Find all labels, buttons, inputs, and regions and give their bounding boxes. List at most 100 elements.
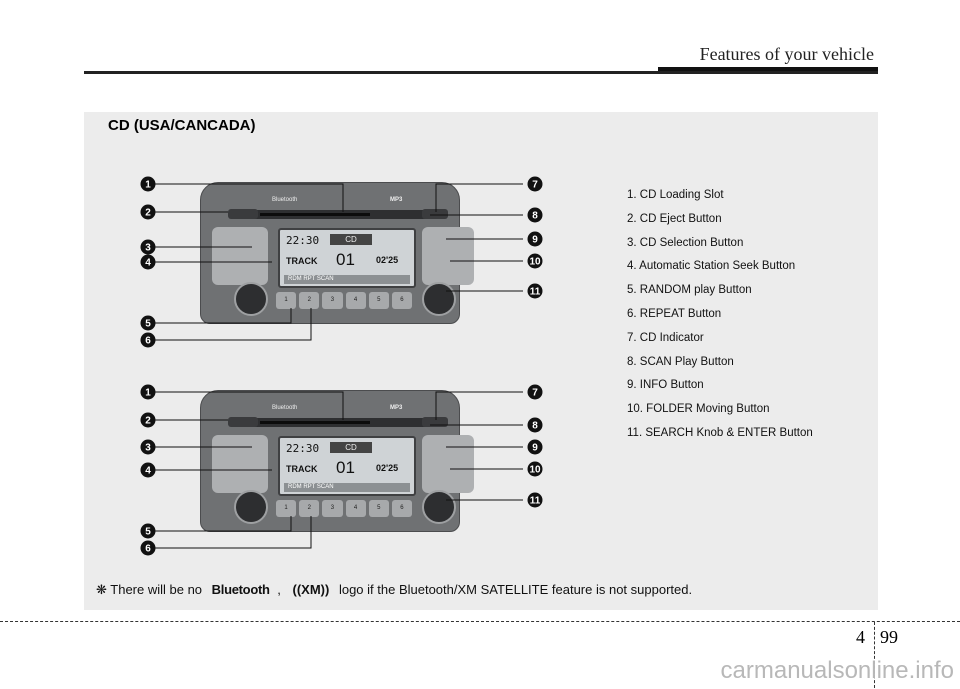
section-title: CD (USA/CANCADA) (108, 117, 256, 134)
callout-marker-8 (527, 207, 543, 223)
callout-number: 1 (145, 388, 151, 399)
page-number: 99 (880, 627, 898, 647)
xm-logo: ((XM)) (292, 582, 330, 597)
footnote: ❋ There will be no Bluetooth , ((XM)) lo… (96, 582, 692, 598)
callout-number: 1 (145, 180, 151, 191)
callout-marker-4 (140, 462, 156, 478)
preset-1: 1 (276, 292, 297, 309)
callout-marker-4 (140, 254, 156, 270)
callout-marker-2 (140, 204, 156, 220)
legend-item: 2. CD Eject Button (627, 212, 722, 225)
bluetooth-mark: Bluetooth (272, 197, 298, 203)
callout-number: 10 (529, 257, 541, 268)
display-time: 22:30 (286, 234, 320, 247)
header-title: Features of your vehicle (699, 44, 874, 64)
callout-marker-9 (527, 231, 543, 247)
preset-5: 5 (368, 500, 389, 517)
callout-number: 4 (145, 466, 151, 477)
legend-item: 8. SCAN Play Button (627, 355, 734, 368)
callout-marker-6 (140, 332, 156, 348)
preset-2: 2 (299, 292, 320, 309)
left-button-cluster (212, 435, 268, 493)
callout-number: 6 (145, 544, 151, 555)
display-track-label: TRACK (286, 464, 318, 474)
callout-leaders (155, 183, 523, 549)
bluetooth-mark: Bluetooth (272, 405, 298, 411)
cd-in-indicator (422, 209, 448, 219)
page-number-divider (874, 622, 875, 688)
callout-number: 2 (145, 416, 151, 427)
callout-marker-5 (140, 315, 156, 331)
display-mode: CD (330, 234, 372, 245)
legend-item: 6. REPEAT Button (627, 307, 722, 320)
display-flags: RDM RPT SCAN (284, 483, 410, 492)
display-flags: RDM RPT SCAN (284, 275, 410, 284)
preset-3: 3 (322, 500, 343, 517)
legend-item: 1. CD Loading Slot (627, 189, 724, 201)
legend-item: 10. FOLDER Moving Button (627, 403, 770, 416)
watermark: carmanualsonline.info (720, 657, 954, 684)
preset-6: 6 (391, 292, 413, 309)
preset-6: 6 (391, 500, 413, 517)
callout-number: 10 (529, 465, 541, 476)
callout-marker-2 (140, 412, 156, 428)
volume-knob (234, 490, 268, 524)
callout-marker-1 (140, 176, 156, 192)
preset-buttons: 1 2 3 4 5 6 (276, 292, 413, 309)
callout-marker-7 (527, 384, 543, 400)
radio-display: 22:30 CD TRACK 01 02'25 RDM RPT SCAN (278, 228, 416, 288)
header-accent-rule (658, 67, 878, 73)
callout-marker-3 (140, 239, 156, 255)
legend-item: 4. Automatic Station Seek Button (627, 260, 796, 273)
legend-item: 5. RANDOM play Button (627, 284, 752, 297)
callout-marker-6 (140, 540, 156, 556)
legend-list: 1. CD Loading Slot 2. CD Eject Button 3.… (627, 184, 813, 446)
cd-loading-slot (260, 213, 370, 216)
callout-number: 5 (145, 527, 151, 538)
right-button-cluster (422, 227, 474, 285)
callout-marker-11 (527, 492, 543, 508)
search-knob (422, 282, 456, 316)
callout-number: 3 (145, 443, 151, 454)
display-time: 22:30 (286, 442, 320, 455)
legend-item: 7. CD Indicator (627, 331, 704, 344)
preset-5: 5 (368, 292, 389, 309)
callout-number: 11 (530, 496, 541, 507)
cd-in-indicator (422, 417, 448, 427)
legend-item: 11. SEARCH Knob & ENTER Button (627, 426, 813, 439)
callout-marker-5 (140, 523, 156, 539)
display-elapsed: 02'25 (376, 255, 399, 265)
legend-item: 9. INFO Button (627, 379, 704, 392)
callout-number: 7 (532, 180, 538, 191)
preset-4: 4 (345, 500, 366, 517)
display-mode: CD (330, 442, 372, 453)
footnote-suffix: logo if the Bluetooth/XM SATELLITE featu… (338, 582, 693, 597)
callout-marker-9 (527, 439, 543, 455)
callout-number: 4 (145, 258, 151, 269)
preset-1: 1 (276, 500, 297, 517)
display-track-number: 01 (336, 250, 355, 269)
callout-marker-7 (527, 176, 543, 192)
callout-number: 11 (530, 287, 541, 298)
callout-number: 7 (532, 388, 538, 399)
cd-loading-slot (260, 421, 370, 424)
callout-number: 8 (532, 421, 538, 432)
left-button-cluster (212, 227, 268, 285)
preset-4: 4 (345, 292, 366, 309)
callout-marker-10 (527, 253, 543, 269)
callout-marker-11 (527, 283, 543, 299)
display-track-label: TRACK (286, 256, 318, 266)
callout-marker-8 (527, 417, 543, 433)
mp3-mark: MP3 (390, 197, 403, 203)
mp3-mark: MP3 (390, 405, 403, 411)
preset-buttons: 1 2 3 4 5 6 (276, 500, 413, 517)
radio-unit-upper: Bluetooth MP3 22:30 CD TRACK 01 02'25 RD… (200, 182, 474, 324)
bluetooth-logo: Bluetooth (211, 582, 270, 597)
callout-number: 6 (145, 336, 151, 347)
callout-number: 3 (145, 243, 151, 254)
footer-rule (0, 621, 960, 622)
header-rule (84, 71, 878, 74)
callout-number: 9 (532, 443, 538, 454)
search-knob (422, 490, 456, 524)
